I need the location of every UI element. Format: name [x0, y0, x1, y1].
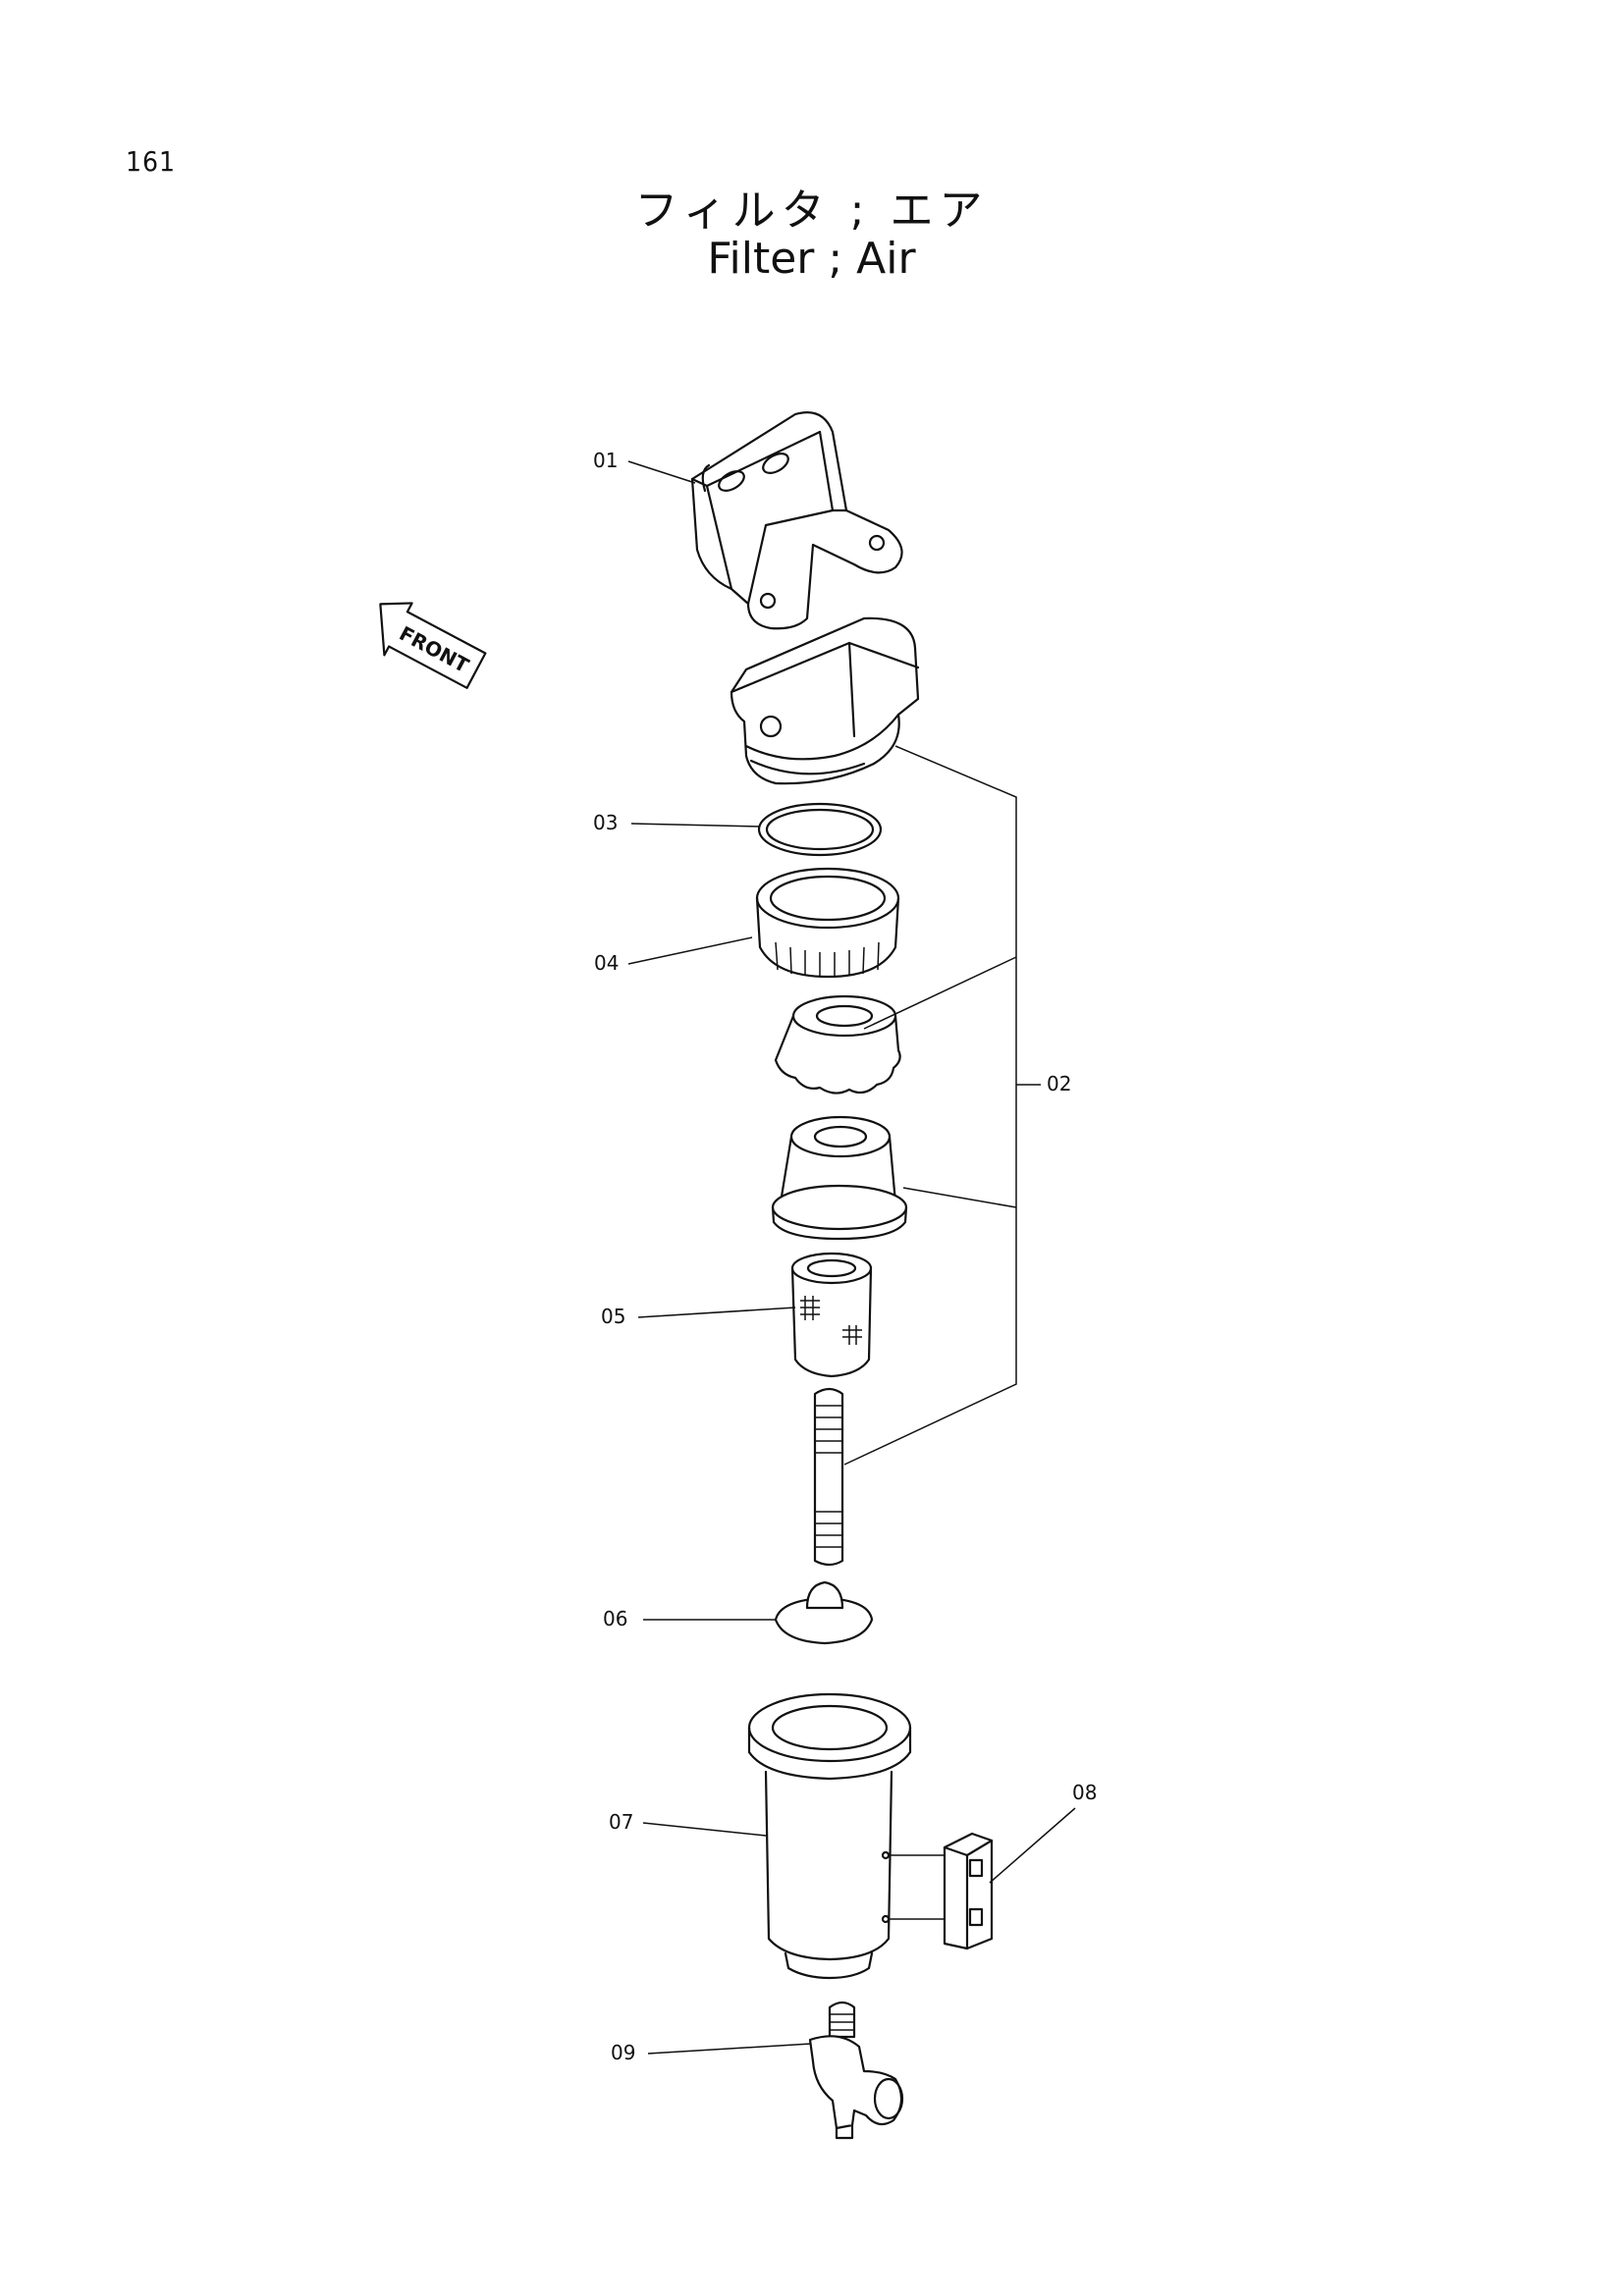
part-baffle [771, 1115, 908, 1241]
part-08-indicator [881, 1832, 994, 1950]
part-label-08: 08 [1072, 1781, 1097, 1804]
part-02-head [730, 616, 920, 785]
leader-lines [627, 460, 1076, 2055]
part-06-valve [774, 1580, 874, 1645]
part-label-03: 03 [593, 811, 618, 834]
part-label-04: 04 [594, 951, 619, 975]
part-label-07: 07 [609, 1810, 633, 1834]
part-04-ring-nut [755, 867, 900, 979]
part-label-01: 01 [593, 449, 618, 472]
front-arrow-icon: FRONT [379, 602, 487, 689]
title-english: Filter ; Air [707, 234, 916, 284]
part-label-06: 06 [603, 1607, 627, 1630]
part-03-o-ring [757, 802, 883, 857]
part-01-bracket [690, 411, 903, 630]
part-label-05: 05 [601, 1305, 625, 1328]
part-deflector [774, 994, 901, 1095]
part-label-09: 09 [611, 2041, 635, 2064]
part-07-bowl [747, 1692, 912, 1980]
part-09-drain-cock [808, 2001, 904, 2140]
page-number: 161 [126, 145, 177, 178]
part-05-element [790, 1252, 873, 1378]
part-stud-bolt [813, 1387, 844, 1567]
title-japanese: フィルタ ; エア [634, 186, 989, 236]
part-label-02: 02 [1047, 1072, 1071, 1095]
